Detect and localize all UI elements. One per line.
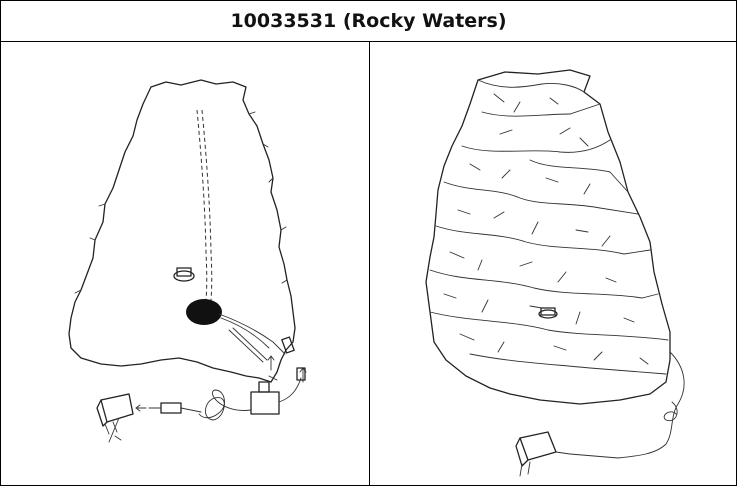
fountain-outline-with-pump-icon [68,79,307,443]
rock-fountain-illustration-icon [425,69,685,477]
product-title: 10033531 (Rocky Waters) [230,10,507,32]
assembly-diagram-panel [1,42,370,485]
assembled-fountain-panel [370,42,736,485]
table-header: 10033531 (Rocky Waters) [1,1,736,42]
